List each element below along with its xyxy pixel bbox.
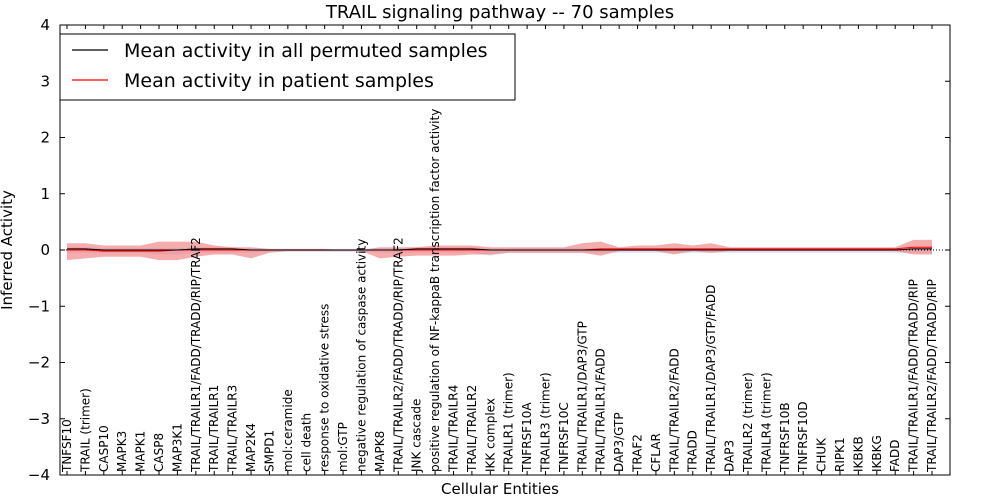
x-tick-label: TRAIL/TRAILR4 [447,385,461,473]
y-tick-label: 0 [40,241,50,259]
x-tick-label: mol:ceramide [281,389,295,472]
x-tick-label: response to oxidative stress [318,304,332,472]
y-tick-label: −2 [28,354,50,372]
x-tick-label: MAPK1 [134,431,148,472]
chart-title: TRAIL signaling pathway -- 70 samples [325,2,674,23]
x-tick-label: TRAIL/TRAILR2/FADD [667,348,681,473]
x-tick-label: cell death [299,413,313,472]
x-tick-label: TNFSF10 [60,419,74,473]
x-tick-label: JNK cascade [410,399,424,473]
x-tick-label: TRAIL/TRAILR1/FADD/TRADD/RIP/TRAF2 [189,237,203,473]
x-tick-label: TRAIL/TRAILR1/FADD/TRADD/RIP [907,279,921,473]
plot-area [60,239,950,261]
x-tick-label: CASP10 [97,425,111,472]
x-tick-label: IKBKG [870,435,884,472]
x-tick-label: TRAILR1 (trimer) [502,372,516,473]
x-tick-label: TNFRSF10B [778,402,792,473]
x-tick-label: MAP3K1 [170,423,184,472]
x-tick-label: TRAIL/TRAILR2 [465,385,479,473]
x-tick-label: TNFRSF10A [520,402,534,473]
permuted-mean-line [67,248,932,251]
y-axis-label: Inferred Activity [0,190,16,310]
x-tick-label: TRAILR2 (trimer) [741,372,755,473]
x-tick-label: TRAIL/TRAILR2/FADD/TRADD/RIP [925,279,939,473]
x-tick-label: TRAIL/TRAILR3 [226,385,240,473]
x-tick-label: MAPK8 [373,431,387,472]
y-tick-label: −1 [28,297,50,315]
x-tick-label: SMPD1 [262,430,276,472]
x-tick-label: RIPK1 [833,437,847,472]
x-tick-label: TNFRSF10D [796,401,810,473]
x-tick-label: IKK complex [483,398,497,472]
x-tick-label: TRAIL/TRAILR1/FADD [594,348,608,473]
legend-box [59,33,516,101]
x-tick-label: TRAIL/TRAILR1/DAP3/GTP/FADD [704,285,718,473]
y-tick-label: −3 [28,410,50,428]
x-tick-label: TRAILR3 (trimer) [539,372,553,473]
x-tick-label: TRAIL/TRAILR1 [207,385,221,473]
legend: Mean activity in all permuted samples Me… [59,33,516,101]
x-tick-label: TRAILR4 (trimer) [759,372,773,473]
y-axis: 4 3 2 1 0 −1 −2 −3 −4 [28,16,950,484]
y-tick-label: 4 [40,16,50,34]
x-tick-label: FADD [888,440,902,473]
y-tick-label: −4 [28,466,50,484]
x-tick-label: DAP3/GTP [612,412,626,472]
legend-label-patient: Mean activity in patient samples [124,70,434,92]
x-tick-label: TRAF2 [631,434,645,473]
x-tick-label: mol:GTP [336,422,350,472]
x-tick-label: TRAIL/TRAILR2/FADD/TRADD/RIP/TRAF2 [391,237,405,473]
x-tick-label: CASP8 [152,433,166,472]
x-tick-label: TRADD [686,430,700,473]
x-tick-label: positive regulation of NF-kappaB transcr… [428,109,442,472]
x-tick-label: negative regulation of caspase activity [355,239,369,472]
x-tick-label: MAP2K4 [244,423,258,472]
x-tick-label: DAP3 [723,440,737,472]
y-tick-label: 2 [40,129,50,147]
x-tick-label: TNFRSF10C [557,402,571,473]
x-axis: TNFSF10 TRAIL (trimer) CASP10 MAPK3 MAPK1 CAS… [60,25,939,475]
x-tick-label: IKBKB [851,436,865,472]
x-tick-label: CHUK [815,437,829,472]
y-tick-label: 3 [40,72,50,90]
x-tick-label: TRAIL/TRAILR1/DAP3/GTP [575,321,589,473]
x-axis-label: Cellular Entities [441,480,559,498]
x-tick-label: CFLAR [649,433,663,472]
x-tick-label: MAPK3 [115,431,129,472]
x-tick-label: TRAIL (trimer) [78,388,92,473]
legend-label-permuted: Mean activity in all permuted samples [124,40,487,62]
y-tick-label: 1 [40,185,50,203]
